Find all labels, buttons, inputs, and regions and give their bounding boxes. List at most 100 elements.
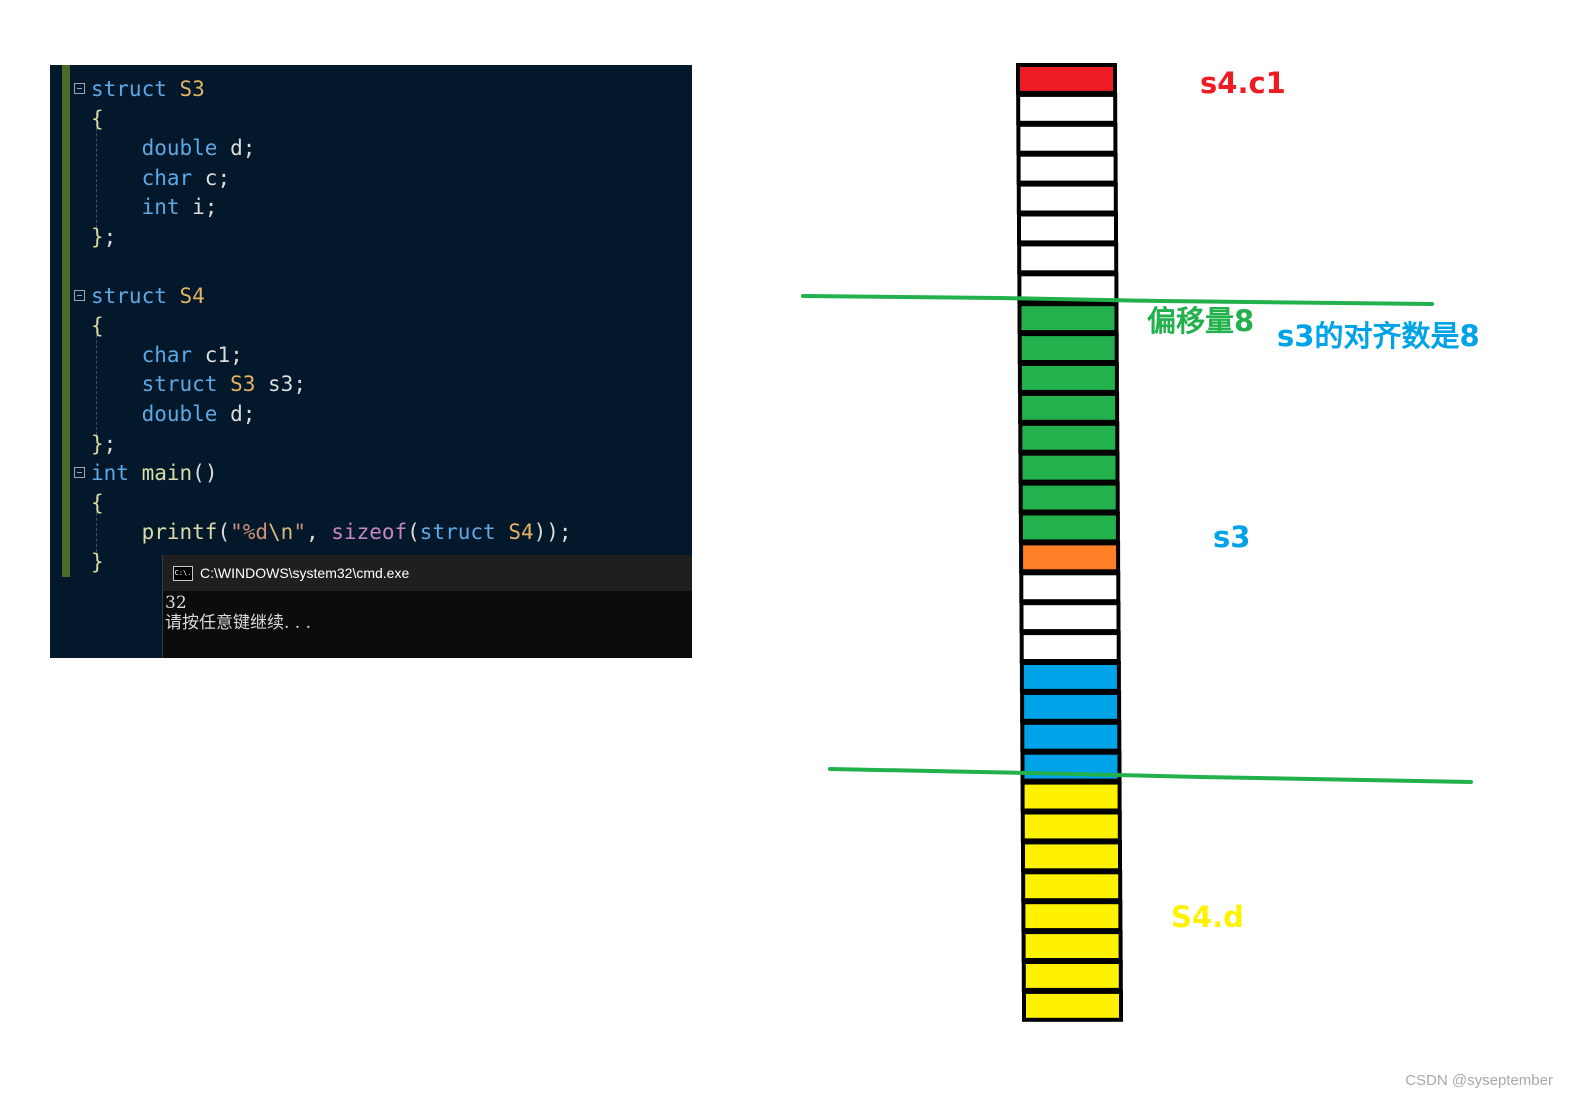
cmd-icon: C:\. bbox=[173, 565, 193, 581]
memory-byte-cell bbox=[1020, 780, 1122, 813]
label-s3-alignment: s3的对齐数是8 bbox=[1277, 319, 1480, 353]
memory-byte-cell bbox=[1020, 690, 1122, 723]
code-text: int main() bbox=[91, 459, 217, 488]
code-token: d; bbox=[217, 402, 256, 426]
code-token: ( bbox=[407, 520, 420, 544]
code-token: , bbox=[305, 520, 332, 544]
label-s3: s3 bbox=[1213, 520, 1251, 554]
code-text: { bbox=[91, 489, 104, 518]
code-text: { bbox=[91, 312, 104, 341]
memory-byte-cell bbox=[1017, 362, 1119, 394]
code-text: { bbox=[91, 105, 104, 134]
code-text: } bbox=[91, 548, 104, 577]
code-text: char c1; bbox=[91, 341, 243, 370]
code-token: c1; bbox=[192, 343, 243, 367]
code-token: } bbox=[91, 225, 104, 249]
indent-guide bbox=[96, 113, 97, 233]
code-token: c; bbox=[192, 166, 231, 190]
code-token: " bbox=[293, 520, 306, 544]
code-token: S4 bbox=[179, 284, 205, 308]
memory-byte-cell bbox=[1017, 332, 1119, 365]
memory-byte-cell bbox=[1019, 661, 1121, 693]
memory-byte-cell bbox=[1016, 122, 1118, 155]
code-text: int i; bbox=[91, 193, 218, 222]
memory-byte-cell bbox=[1021, 840, 1122, 873]
code-token: d; bbox=[217, 136, 256, 160]
memory-byte-cell bbox=[1017, 302, 1119, 335]
memory-byte-cell bbox=[1016, 152, 1118, 185]
memory-byte-cell bbox=[1017, 212, 1118, 245]
code-text: struct S3 s3; bbox=[91, 370, 306, 399]
code-token: S3 bbox=[230, 372, 256, 396]
console-output-line: 32 bbox=[165, 593, 187, 613]
code-token: \n bbox=[268, 520, 294, 544]
memory-byte-cell bbox=[1021, 900, 1123, 933]
code-token: { bbox=[91, 314, 104, 338]
code-token: () bbox=[192, 461, 218, 485]
code-token: { bbox=[91, 107, 104, 131]
memory-byte-cell bbox=[1016, 182, 1118, 215]
code-token: { bbox=[91, 491, 104, 515]
console-output: 32 请按任意键继续. . . bbox=[163, 591, 692, 633]
code-editor: struct S3 { double d; char c; int i;}; str… bbox=[50, 65, 692, 658]
code-token: i; bbox=[179, 195, 218, 219]
code-token: ; bbox=[103, 225, 117, 249]
fold-toggle-icon[interactable] bbox=[74, 467, 85, 478]
change-gutter-bar bbox=[62, 65, 70, 577]
code-text: printf("%d\n", sizeof(struct S4)); bbox=[91, 518, 572, 547]
watermark: CSDN @syseptember bbox=[1405, 1072, 1553, 1089]
memory-byte-cell bbox=[1018, 451, 1120, 484]
code-token: struct bbox=[141, 372, 218, 396]
code-token: s3; bbox=[255, 372, 306, 396]
memory-byte-cell bbox=[1018, 421, 1120, 454]
memory-byte-cell bbox=[1021, 930, 1123, 962]
memory-byte-cell bbox=[1019, 541, 1121, 574]
code-text: }; bbox=[91, 430, 116, 459]
code-token: "%d bbox=[230, 520, 269, 544]
label-offset: 偏移量8 bbox=[1147, 304, 1255, 338]
fold-toggle-icon[interactable] bbox=[74, 83, 85, 94]
boundary-line-s3-end bbox=[828, 767, 1473, 784]
memory-byte-cell bbox=[1018, 511, 1120, 544]
memory-byte-cell bbox=[1019, 571, 1121, 604]
console-title-bar[interactable]: C:\. C:\WINDOWS\system32\cmd.exe bbox=[163, 555, 692, 591]
code-text: struct S4 bbox=[91, 282, 205, 311]
memory-byte-cell bbox=[1020, 810, 1122, 843]
code-token: int bbox=[91, 461, 129, 485]
code-token: struct bbox=[419, 520, 496, 544]
code-token: char bbox=[141, 343, 193, 367]
code-token: } bbox=[91, 432, 104, 456]
code-token: struct bbox=[91, 77, 167, 101]
code-token: main bbox=[141, 461, 193, 485]
memory-byte-cell bbox=[1016, 63, 1117, 95]
code-token: ; bbox=[103, 432, 117, 456]
memory-byte-cell bbox=[1020, 720, 1122, 753]
code-token: char bbox=[141, 166, 193, 190]
boundary-line-offset-8 bbox=[801, 294, 1434, 306]
indent-guide bbox=[96, 320, 97, 440]
code-token: struct bbox=[91, 284, 167, 308]
console-output-line: 请按任意键继续. . . bbox=[165, 613, 312, 633]
code-token: S4 bbox=[508, 520, 534, 544]
fold-toggle-icon[interactable] bbox=[74, 290, 85, 301]
indent-guide bbox=[96, 497, 97, 557]
code-token: S3 bbox=[179, 77, 205, 101]
label-s4-d: S4.d bbox=[1171, 900, 1244, 934]
code-token: } bbox=[91, 550, 104, 574]
memory-byte-cell bbox=[1019, 631, 1121, 663]
console-title: C:\WINDOWS\system32\cmd.exe bbox=[200, 565, 410, 581]
memory-byte-cell bbox=[1018, 481, 1120, 514]
label-s4-c1: s4.c1 bbox=[1200, 66, 1286, 100]
memory-byte-cell bbox=[1021, 960, 1123, 992]
code-text: char c; bbox=[91, 164, 231, 193]
code-token: ( bbox=[217, 520, 231, 544]
code-token: int bbox=[141, 195, 180, 219]
memory-byte-cell bbox=[1019, 601, 1121, 634]
memory-byte-cell bbox=[1017, 242, 1119, 275]
code-token: sizeof bbox=[331, 520, 408, 544]
code-token: double bbox=[141, 402, 218, 426]
memory-byte-cell bbox=[1021, 870, 1123, 903]
code-token: )); bbox=[533, 520, 572, 544]
memory-byte-cell bbox=[1016, 92, 1118, 125]
